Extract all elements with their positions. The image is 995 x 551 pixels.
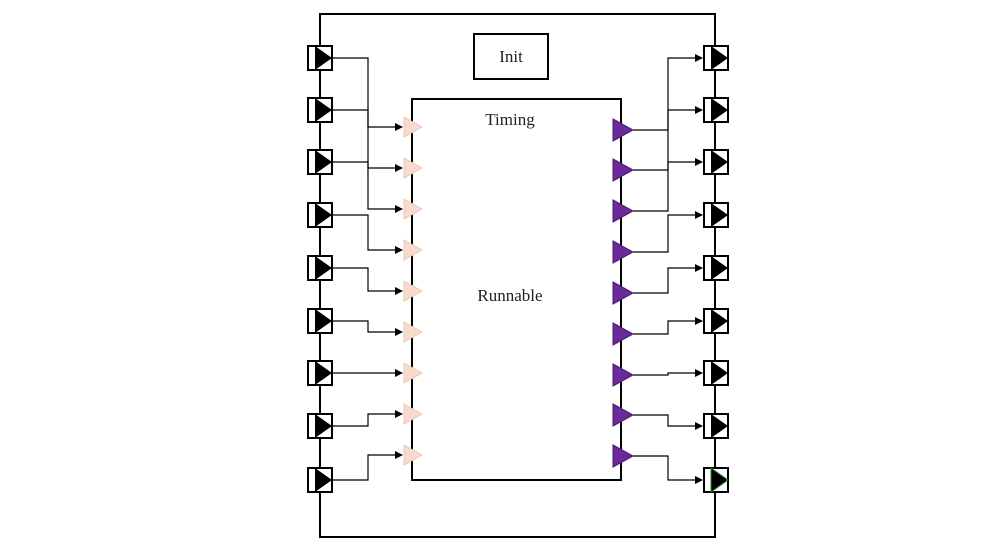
output-wire [633, 211, 703, 253]
port-arrow-icon [315, 256, 332, 280]
port-arrow-icon [315, 309, 332, 333]
runnable-output-marker[interactable] [612, 403, 635, 427]
port-arrow-icon [711, 361, 728, 385]
port-arrow-icon [315, 46, 332, 70]
port-arrow-icon [711, 150, 728, 174]
runnable-input-marker[interactable] [403, 362, 424, 384]
output-wire [633, 264, 703, 294]
runnable-input-marker[interactable] [403, 321, 424, 343]
output-wire [633, 414, 703, 430]
output-wire [633, 369, 703, 377]
output-wire [633, 106, 703, 171]
port-arrow-icon [711, 414, 728, 438]
runnable-output-marker[interactable] [612, 444, 635, 468]
port-arrow-icon [315, 203, 332, 227]
output-wire [633, 158, 703, 212]
input-wire [333, 451, 403, 481]
runnable-label: Runnable [477, 286, 542, 305]
port-arrow-icon [711, 46, 728, 70]
port-arrow-icon [315, 361, 332, 385]
port-arrow-icon [711, 309, 728, 333]
runnable-output-marker[interactable] [612, 158, 635, 182]
runnable-output-marker[interactable] [612, 240, 635, 264]
input-wire [333, 109, 403, 172]
timing-label: Timing [485, 110, 535, 129]
input-wire [333, 267, 403, 295]
runnable-output-marker[interactable] [612, 199, 635, 223]
output-wire [633, 54, 703, 131]
output-wire [633, 317, 703, 335]
port-arrow-icon [711, 98, 728, 122]
runnable-input-marker[interactable] [403, 444, 424, 466]
input-wire [333, 320, 403, 336]
runnable-output-marker[interactable] [612, 281, 635, 305]
input-wire [333, 161, 403, 213]
init-box[interactable] [473, 33, 549, 80]
input-wire [333, 410, 403, 427]
runnable-output-marker[interactable] [612, 118, 635, 142]
init-label: Init [499, 47, 523, 66]
runnable-output-marker[interactable] [612, 363, 635, 387]
runnable-input-marker[interactable] [403, 403, 424, 425]
port-arrow-icon [711, 256, 728, 280]
runnable-input-marker[interactable] [403, 157, 424, 179]
outer-component-box [319, 13, 716, 538]
input-wire [333, 57, 403, 131]
port-arrow-icon [315, 414, 332, 438]
port-arrow-icon [711, 203, 728, 227]
runnable-input-marker[interactable] [403, 116, 424, 138]
runnable-output-marker[interactable] [612, 322, 635, 346]
port-arrow-icon [315, 468, 332, 492]
input-wire [333, 214, 403, 254]
runnable-input-marker[interactable] [403, 239, 424, 261]
runnable-input-marker[interactable] [403, 280, 424, 302]
runnable-input-marker[interactable] [403, 198, 424, 220]
port-arrow-icon [315, 98, 332, 122]
port-arrow-icon [710, 467, 729, 493]
output-wire [633, 455, 703, 484]
runnable-box[interactable] [411, 98, 622, 481]
port-arrow-icon [315, 150, 332, 174]
